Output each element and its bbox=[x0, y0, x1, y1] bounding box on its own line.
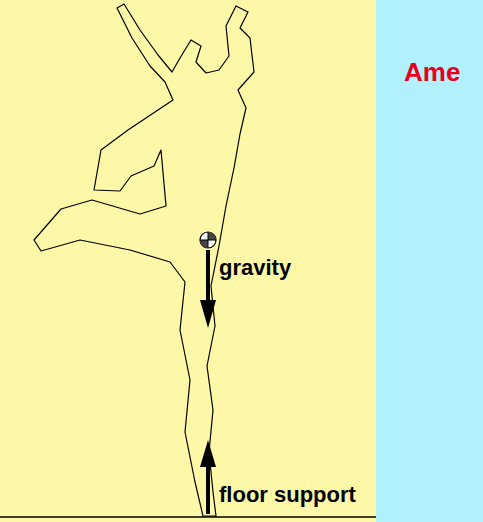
floor-line bbox=[0, 516, 376, 518]
floor-support-arrow bbox=[200, 440, 216, 514]
force-label: floor support bbox=[219, 483, 356, 507]
gravity-arrow bbox=[200, 250, 216, 328]
force-label: gravity bbox=[219, 256, 291, 280]
center-of-gravity-symbol bbox=[200, 232, 216, 248]
yellow-panel bbox=[0, 0, 376, 522]
clipped-heading: Ame bbox=[404, 58, 460, 87]
